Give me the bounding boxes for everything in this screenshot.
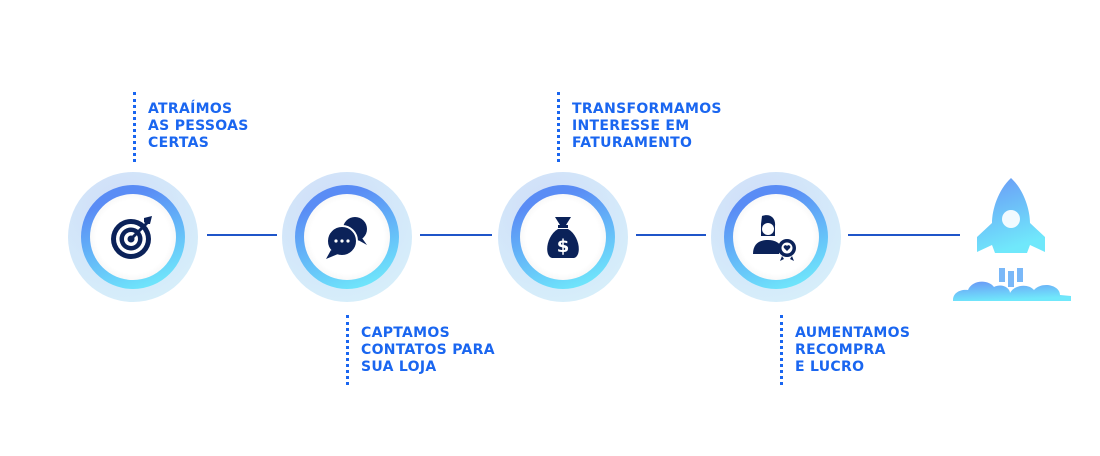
label-line: INTERESSE EM [572,118,690,134]
label-line: RECOMPRA [795,342,886,358]
label-line: FATURAMENTO [572,135,693,151]
label-line: ATRAÍMOS [148,101,233,117]
connector-line [207,234,277,236]
step-capture [282,172,412,302]
dotted-marker [557,92,560,162]
label-line: E LUCRO [795,359,865,375]
label-line: CONTATOS PARA [361,342,495,358]
step-attract [68,172,198,302]
label-line: CAPTAMOS [361,325,450,341]
label-line: CERTAS [148,135,210,151]
dotted-marker [780,315,783,385]
customer-loyalty-icon [753,215,796,261]
chat-bubbles-icon [326,217,367,259]
step-increase [711,172,841,302]
target-icon [111,216,152,259]
label-line: AS PESSOAS [148,118,249,134]
connector-line [636,234,706,236]
step-transform: $ [498,172,628,302]
label-line: AUMENTAMOS [795,325,911,341]
label-line: SUA LOJA [361,359,437,375]
dotted-marker [346,315,349,385]
rocket-icon [953,178,1071,301]
label-line: TRANSFORMAMOS [572,101,722,117]
svg-text:$: $ [557,236,570,257]
connector-line [848,234,960,236]
money-bag-icon: $ [547,217,579,258]
dotted-marker [133,92,136,162]
connector-line [420,234,492,236]
